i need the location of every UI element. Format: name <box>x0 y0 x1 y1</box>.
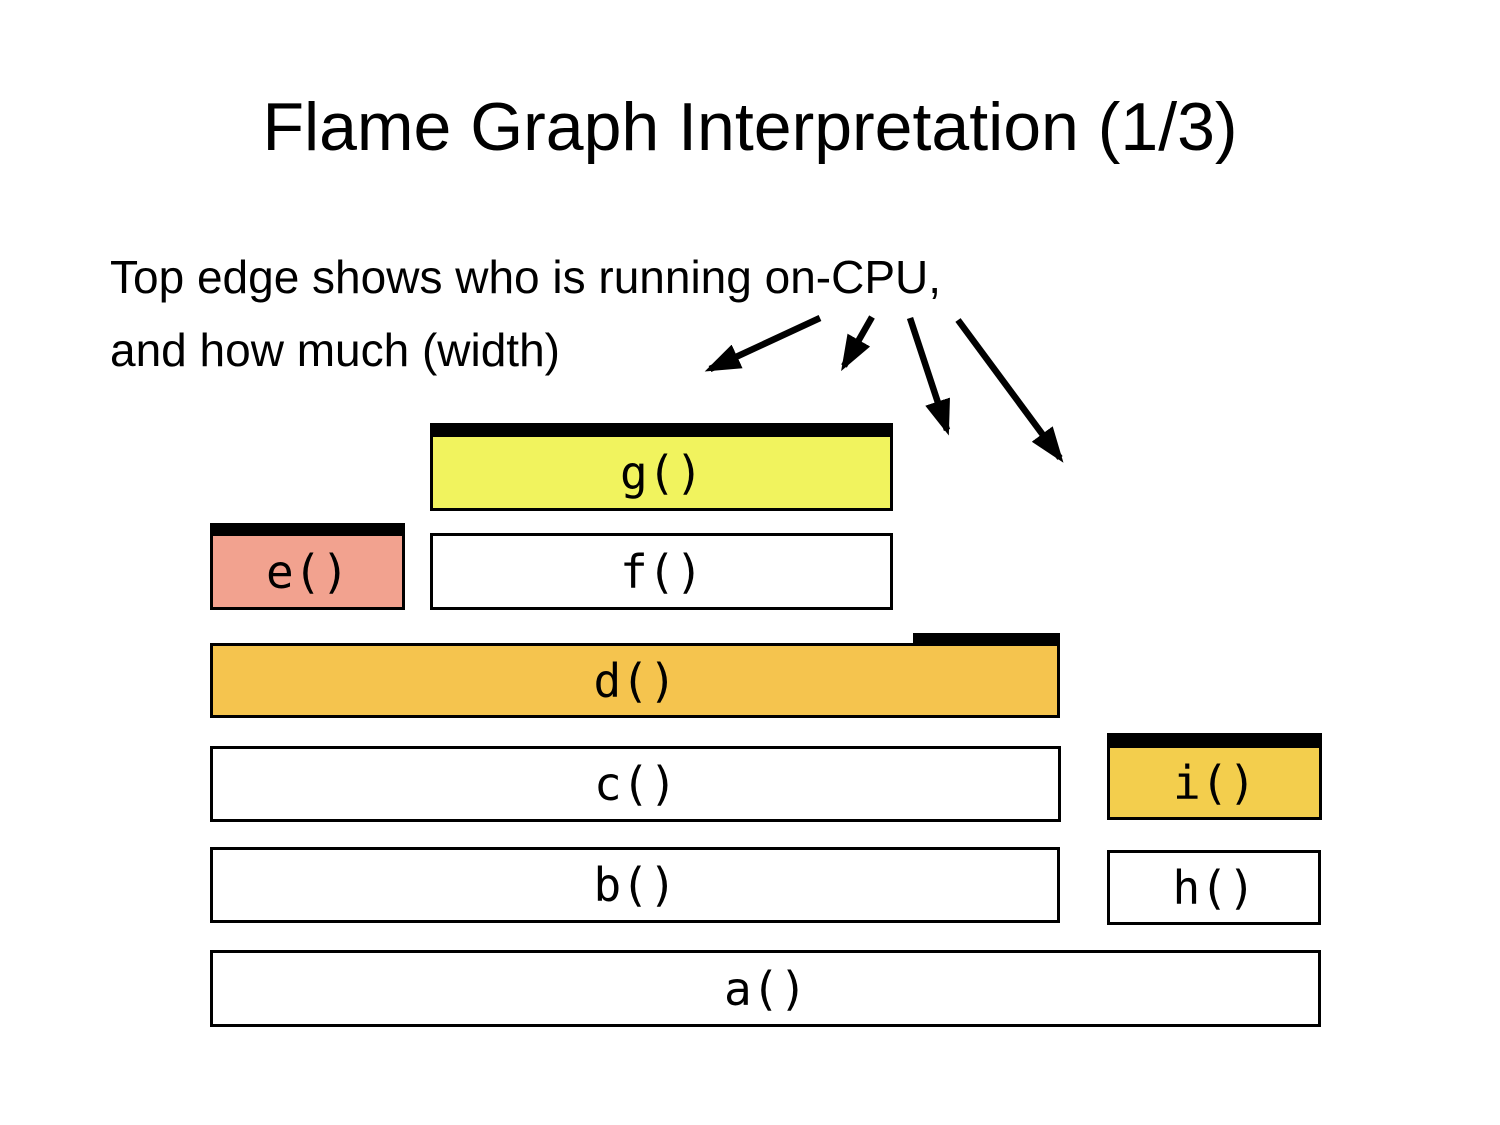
frame-f-label: f() <box>619 544 704 599</box>
caption-line-1: Top edge shows who is running on-CPU, <box>110 251 942 303</box>
frame-i: i() <box>1107 745 1322 820</box>
frame-d: d() <box>210 643 1060 718</box>
slide-title: Flame Graph Interpretation (1/3) <box>262 89 1238 165</box>
arrow-4 <box>955 318 1064 463</box>
frame-i-top-edge <box>1107 733 1322 745</box>
frame-g-label: g() <box>619 445 704 500</box>
frame-c-label: c() <box>593 757 678 811</box>
frame-d-top-edge <box>913 633 1060 643</box>
frame-a-label: a() <box>723 961 808 1016</box>
frame-a: a() <box>210 950 1321 1027</box>
frame-f: f() <box>430 533 893 610</box>
frame-e: e() <box>210 533 405 610</box>
frame-e-label: e() <box>265 544 350 599</box>
frame-b: b() <box>210 847 1060 923</box>
frame-h: h() <box>1107 850 1321 925</box>
caption-line-2: and how much (width) <box>110 324 560 376</box>
frame-b-label: b() <box>593 858 677 912</box>
frame-c: c() <box>210 746 1061 822</box>
frame-g: g() <box>430 434 893 511</box>
frame-d-label: d() <box>593 653 677 708</box>
caption: Top edge shows who is running on-CPU, an… <box>110 241 941 387</box>
frame-g-top-edge <box>430 423 893 434</box>
frame-e-top-edge <box>210 523 405 533</box>
frame-i-label: i() <box>1172 755 1257 810</box>
frame-h-label: h() <box>1172 860 1256 915</box>
